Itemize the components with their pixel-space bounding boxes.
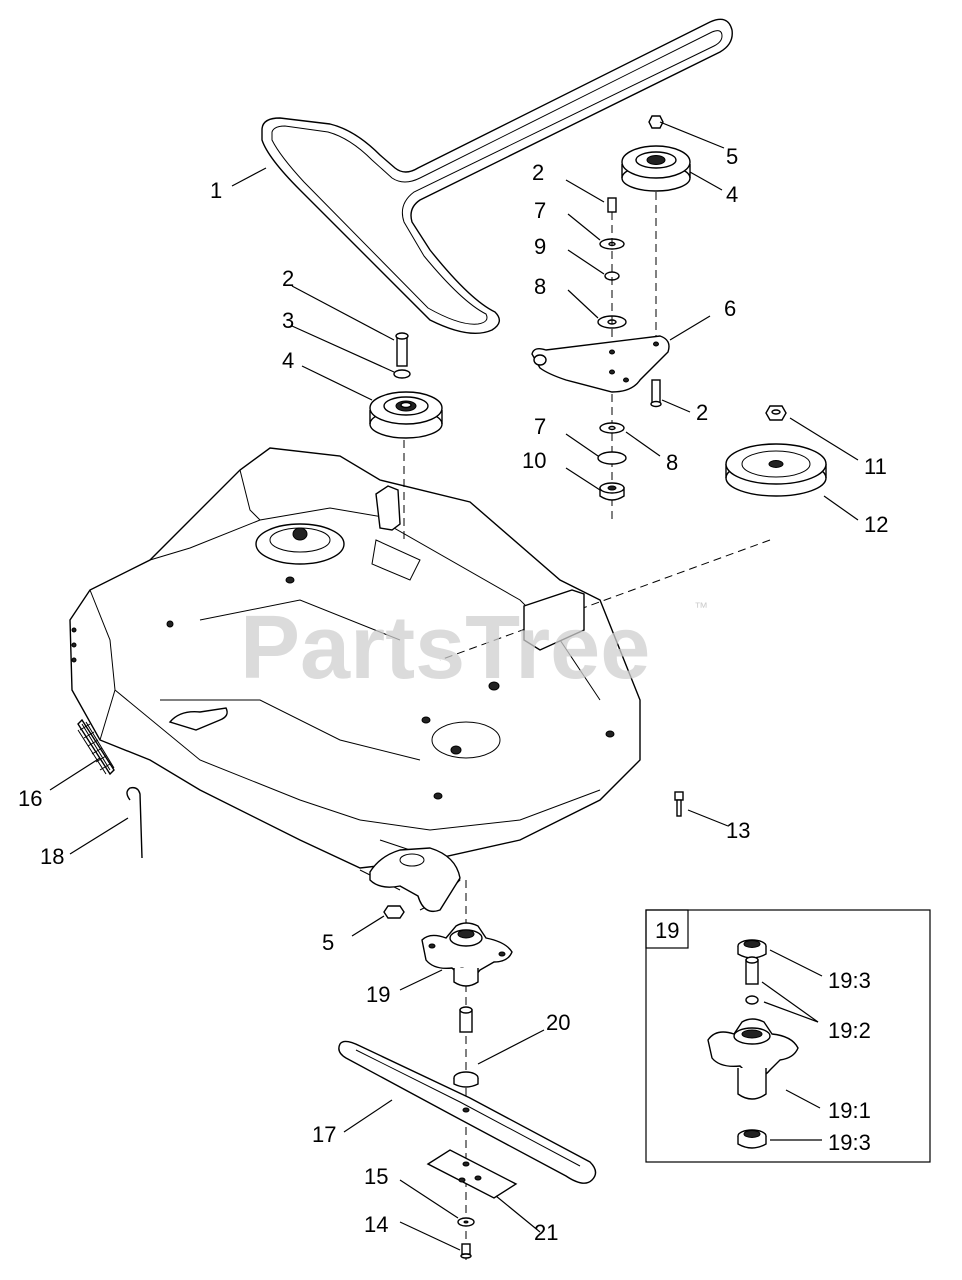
spindle-housing-19[interactable] [421, 922, 513, 987]
callout-10: 10 [522, 448, 546, 473]
callout-5: 5 [726, 144, 738, 169]
inset-spindle-detail: 19 [645, 909, 931, 1163]
callout-18: 18 [40, 844, 64, 869]
nut-5-lower[interactable] [383, 905, 405, 919]
callout-3: 3 [282, 308, 294, 333]
spacer-20[interactable] [459, 1006, 473, 1033]
idler-arm-bracket[interactable] [531, 335, 670, 393]
callout-21: 21 [534, 1220, 558, 1245]
bolt-6-lower[interactable] [650, 379, 662, 408]
callout-15: 15 [364, 1164, 388, 1189]
callout-8: 8 [666, 450, 678, 475]
blade-bolt-14[interactable] [460, 1243, 472, 1259]
watermark-text: PartsTree [240, 598, 650, 698]
callout-19-1: 19:1 [828, 1098, 871, 1123]
inset-label: 19 [655, 918, 679, 943]
watermark: PartsTree ™ [240, 598, 708, 698]
washer-7-lower[interactable] [597, 451, 627, 465]
callout-2: 2 [282, 266, 294, 291]
idler-pulley-right[interactable] [621, 145, 691, 192]
washer-8-lower[interactable] [599, 422, 625, 434]
callout-16: 16 [18, 786, 42, 811]
callout-17: 17 [312, 1122, 336, 1147]
bolt-right-upper[interactable] [607, 197, 617, 213]
idler-bolt-left[interactable] [395, 332, 409, 367]
callout-12: 12 [864, 512, 888, 537]
callout-19-3: 19:3 [828, 968, 871, 993]
idler-pulley-left[interactable] [369, 391, 443, 439]
callout-19-2: 19:2 [828, 1018, 871, 1043]
drive-belt[interactable] [261, 18, 733, 335]
callout-7: 7 [534, 414, 546, 439]
inset-label-box [645, 909, 689, 949]
nut-top-right[interactable] [648, 115, 664, 129]
inset-shaft-ring[interactable] [745, 995, 759, 1005]
nut-11[interactable] [765, 405, 787, 421]
washer-left[interactable] [393, 369, 411, 379]
callout-19-3: 19:3 [828, 1130, 871, 1155]
mower-deck [69, 447, 641, 913]
washer-upper-blade[interactable] [453, 1071, 479, 1088]
watermark-tm: ™ [694, 599, 708, 615]
callout-1: 1 [210, 178, 222, 203]
cutting-blade-17[interactable] [338, 1040, 597, 1184]
callout-4: 4 [726, 182, 738, 207]
callout-14: 14 [364, 1212, 388, 1237]
callout-13: 13 [726, 818, 750, 843]
callout-8: 8 [534, 274, 546, 299]
washer-15[interactable] [457, 1217, 475, 1227]
callout-6: 6 [724, 296, 736, 321]
leader-lines [49, 121, 859, 1251]
bushing-10[interactable] [599, 482, 625, 501]
inset-housing[interactable] [707, 1018, 799, 1100]
callout-labels: 1 2 2 2 3 4 4 5 5 6 7 7 8 8 9 10 11 12 1… [18, 144, 888, 1245]
callout-7: 7 [534, 198, 546, 223]
callout-9: 9 [534, 234, 546, 259]
tension-spring-16[interactable] [77, 718, 115, 776]
inset-spacer-tube[interactable] [745, 956, 759, 985]
callout-2: 2 [696, 400, 708, 425]
blade-adapter-21[interactable] [426, 1149, 518, 1199]
callout-2: 2 [532, 160, 544, 185]
inset-bearing-bottom[interactable] [737, 1129, 767, 1149]
callout-19: 19 [366, 982, 390, 1007]
callout-5: 5 [322, 930, 334, 955]
inset-bearing-top[interactable] [737, 939, 767, 959]
callout-4: 4 [282, 348, 294, 373]
callout-20: 20 [546, 1010, 570, 1035]
bolt-13[interactable] [674, 791, 684, 817]
spindle-pulley-12[interactable] [725, 443, 827, 497]
hook-pin-18[interactable] [126, 786, 143, 859]
callout-11: 11 [864, 454, 887, 479]
